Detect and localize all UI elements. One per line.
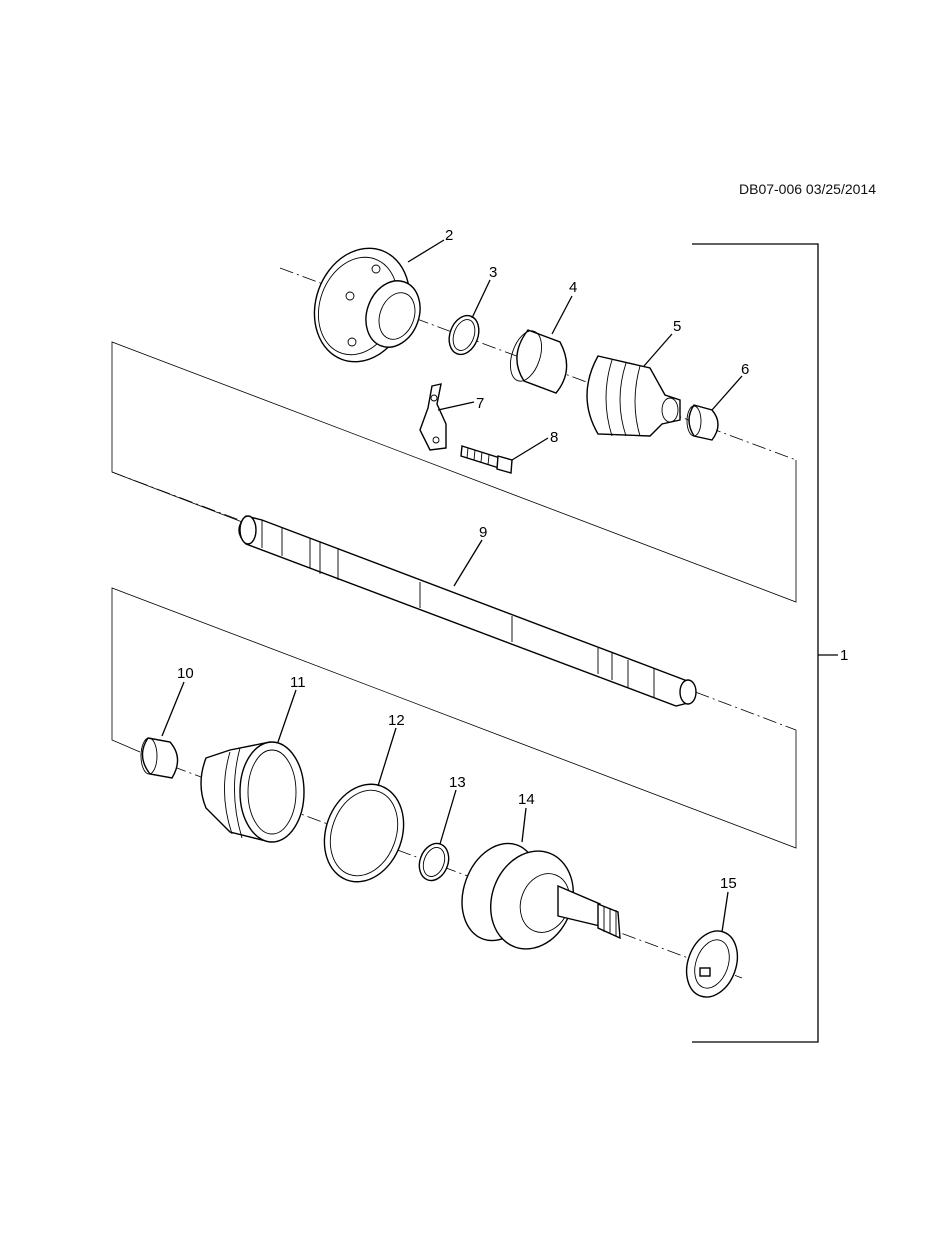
- callout-15: 15: [720, 875, 737, 892]
- callout-10: 10: [177, 665, 194, 682]
- callout-6: 6: [741, 361, 749, 378]
- callout-11: 11: [290, 674, 306, 691]
- callout-5: 5: [673, 318, 681, 335]
- part-10-clamp: [140, 737, 179, 779]
- part-8-bolt: [460, 445, 513, 474]
- part-2-housing: [313, 247, 421, 363]
- part-15-washer: [685, 930, 739, 998]
- assembly-bracket: [692, 243, 838, 1043]
- part-5-inner-boot: [586, 355, 681, 437]
- part-6-small-clamp: [686, 404, 719, 441]
- part-13-snap-ring: [418, 842, 450, 882]
- part-7-retainer: [419, 383, 447, 451]
- callout-9: 9: [479, 524, 487, 541]
- callout-13: 13: [449, 774, 466, 791]
- part-4-clamp-band: [509, 329, 568, 394]
- callout-4: 4: [569, 279, 577, 296]
- part-12-large-clamp: [323, 783, 405, 883]
- callout-14: 14: [518, 791, 535, 808]
- lower-group-frame: [111, 587, 797, 849]
- callout-3: 3: [489, 264, 497, 281]
- part-3-snap-ring: [448, 314, 480, 356]
- callout-2: 2: [445, 227, 453, 244]
- part-11-outer-boot: [200, 741, 305, 843]
- callout-7: 7: [476, 395, 484, 412]
- part-9-shaft: [238, 515, 697, 707]
- part-14-cv-joint: [461, 842, 621, 950]
- leader-lines: [161, 239, 743, 933]
- callout-1: 1: [840, 647, 848, 664]
- callout-labels: 1 2 3 4 5 6 7 8 9 10 11 12 13 14 15: [177, 227, 848, 892]
- callout-8: 8: [550, 429, 558, 446]
- diagram-reference: DB07-006 03/25/2014: [739, 181, 876, 197]
- upper-group-frame: [111, 341, 797, 603]
- callout-12: 12: [388, 712, 405, 729]
